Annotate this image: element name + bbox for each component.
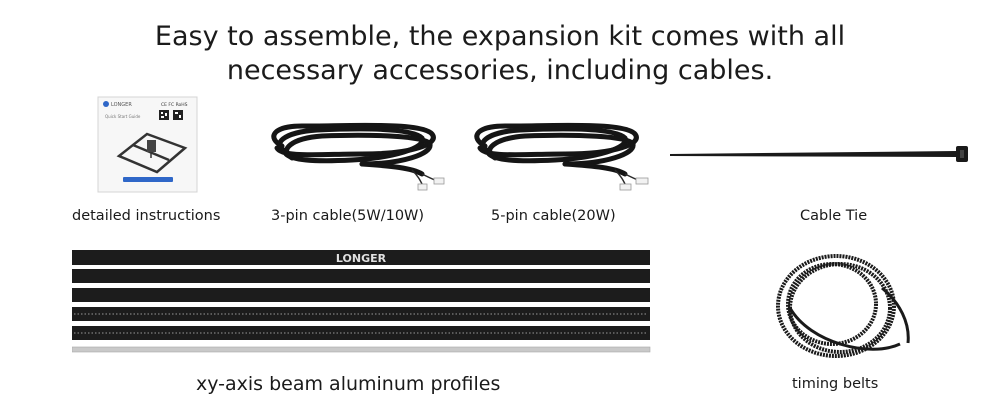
cable-tie-label: Cable Tie xyxy=(800,208,868,224)
profile-bar-3 xyxy=(72,288,650,302)
booklet-machine-drawing xyxy=(116,132,188,174)
profile-bar-2 xyxy=(72,269,650,283)
booklet-blue-banner xyxy=(123,177,173,182)
profile-bar-4 xyxy=(72,307,650,321)
profile-bar-1 xyxy=(72,250,650,265)
cable-5pin-image xyxy=(465,118,655,196)
cable-3pin-connector-a xyxy=(433,177,445,185)
instructions-booklet: LONGER Quick Start Guide CE FC RoHS xyxy=(97,96,199,194)
headline-line-2: necessary accessories, including cables. xyxy=(226,55,774,86)
cable-5pin-connector-a xyxy=(635,177,649,185)
aluminum-profiles-label: xy-axis beam aluminum profiles xyxy=(196,373,501,395)
profile-brand-mark: LONGER xyxy=(336,252,387,265)
aluminum-profiles-image: LONGER xyxy=(72,248,652,356)
headline-line-1: Easy to assemble, the expansion kit come… xyxy=(154,21,846,52)
profile-bar-6-silver xyxy=(72,346,651,353)
cable-tie-image xyxy=(666,140,986,170)
booklet-logo-icon xyxy=(103,101,109,107)
cable-3pin-image xyxy=(262,118,452,196)
cable-5pin-connector-b xyxy=(619,183,632,191)
booklet-qr-icon xyxy=(159,110,183,120)
profile-bar-5 xyxy=(72,326,650,340)
cable-3pin-label: 3-pin cable(5W/10W) xyxy=(271,208,425,224)
cable-5pin-label: 5-pin cable(20W) xyxy=(491,208,616,224)
timing-belts-image xyxy=(770,248,915,368)
booklet-title: Quick Start Guide xyxy=(105,114,141,119)
booklet-brand: LONGER xyxy=(111,102,132,108)
booklet-marks: CE FC RoHS xyxy=(161,102,188,108)
instructions-label: detailed instructions xyxy=(72,208,221,224)
cable-3pin-connector-b xyxy=(417,183,428,191)
timing-belts-label: timing belts xyxy=(792,376,879,392)
headline: Easy to assemble, the expansion kit come… xyxy=(0,20,1000,88)
